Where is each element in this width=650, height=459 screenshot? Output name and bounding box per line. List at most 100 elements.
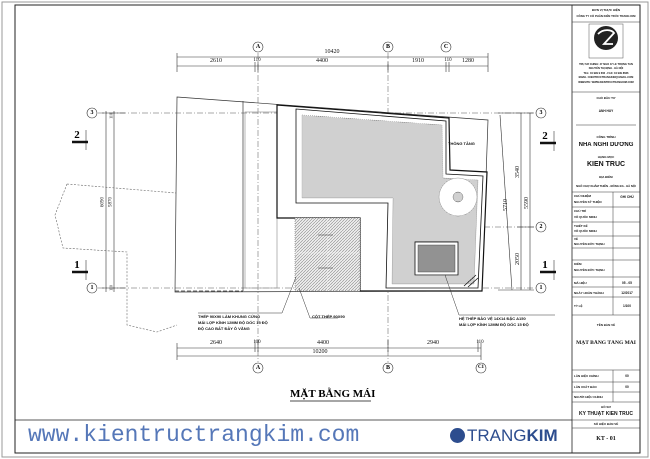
address-line: NGUYỄN THỊ ĐỊNH - HÀ NỘI [588,67,624,71]
trangkim-logo [588,23,624,59]
sheet-number-label: SỐ HIỆU BẢN VẼ [593,422,619,426]
owner-label: CHỦ ĐẦU TƯ [596,96,616,100]
dimension-text: 5590 [524,197,530,209]
logo-text: TRANG KIM [596,51,616,55]
revision-value: 00 [625,385,629,389]
info-label: MÃ HIỆU [574,281,587,285]
staff-name: NGUYỄN SỸ THIỆN [574,200,602,204]
section-label: 1 [542,259,548,271]
dossier-label: HỒ SƠ [601,405,611,409]
dimension-text: 110 [253,58,261,63]
category-label: HẠNG MỤC [597,155,615,159]
staff-role: VẼ [574,237,579,241]
axis-label: B [385,44,390,50]
dimension-text: 110 [476,340,484,345]
callout-line: ĐỘ CAO BẤT ĐẦY Ô VĂNG [198,326,250,331]
void-label: THÔNG TẦNG [448,141,475,146]
dimension-text: 1910 [412,58,424,64]
axis-label: A [255,365,261,371]
right-callout: HỆ THÉP BẢO VỆ 14X14 ĐẶC A150 MÁI LỢP KÍ… [459,316,529,328]
column-callout: CỘT THÉP 90X90 [312,314,345,319]
location: NGÕ CHỢ KHÂM THIÊN - ĐỐNG ĐA - HÀ NỘI [576,184,636,188]
revision-label: LẦN XUẤT BẢN [574,385,597,389]
axis-label: 1 [539,285,543,291]
title-block-frame [571,4,641,454]
staff-name: NGUYỄN ĐỨC THỊNH [574,268,605,272]
org-label: ĐƠN VỊ THỰC HIỆN [591,8,621,12]
owner: ANH HUY [598,109,614,113]
section-label: 2 [74,129,80,141]
revision-label: NGƯỜI HIỆU CHỈNH [574,395,603,399]
dimension-text: 6090 [100,197,106,207]
staff-name: VÕ QUỐC MINH [574,215,597,219]
callout-line: HỆ THÉP BẢO VỆ 14X14 ĐẶC A150 [459,316,526,321]
website-link[interactable]: www.kientructrangkim.com [28,422,360,448]
category: KIẾN TRÚC [586,161,626,168]
address-line: TEL: 04 999 9 666 - FAX: 04 999 8666 [583,71,629,75]
brand-logo: TRANGKIM [450,426,558,446]
project-label: CÔNG TRÌNH [596,135,616,139]
dimension-text: 4400 [317,340,329,346]
section-marks [72,130,556,280]
address-line: WEBSITE: WWW.KIENTRUCTRANGKIM.COM [578,80,634,84]
dimension-text: 5710 [503,199,509,211]
dimension-text: 5870 [108,197,114,207]
axis-label: C [443,44,449,50]
callout-line: THÉP 90X90 LÀM KHUNG CỨNG [198,314,261,319]
dimension-text: 4400 [316,58,328,64]
left-callout: THÉP 90X90 LÀM KHUNG CỨNG MÁI LỢP KÍNH 1… [198,314,268,332]
dossier: KỸ THUẬT KIẾN TRÚC [579,411,633,417]
info-value: 1/100 [623,304,631,308]
axis-label: C1 [477,365,485,370]
axis-label: A [255,44,261,50]
dimension-text: 3540 [515,166,521,178]
adjacent-outline [54,183,178,333]
callout-line: MÁI LỢP KÍNH 12MM ĐỘ DỐC 15 ĐỘ [459,322,529,327]
dimension-text: 110 [108,285,114,291]
org-name: CÔNG TY CỔ PHẦN KIẾN TRÚC TRANG KIM [576,14,636,18]
dimension-text: 110 [444,58,452,63]
leader-lines [198,274,555,319]
axis-bubbles [86,41,547,374]
dimension-text: 2050 [515,253,521,265]
staff-name: NGUYỄN ĐỨC THỊNH [574,242,605,246]
sheet-number: KT - 01 [596,436,616,442]
dimension-text: 110 [108,113,114,119]
section-label: 2 [542,130,548,142]
revision-label: LẦN HIỆU CHỈNH [574,374,599,378]
dimension-text: 2940 [427,340,439,346]
brand-text: TRANG [467,426,527,445]
info-value: 05 - 05 [622,281,632,285]
callout-line: MÁI LỢP KÍNH 12MM ĐỘ DỐC 15 ĐỘ [198,320,268,325]
dimension-text: 1280 [462,58,474,64]
info-label: NGÀY HOÀN THÀNH [574,291,604,295]
dimension-text: 2610 [210,58,222,64]
address-line: TRỤ SỞ CHÍNH: 47 NGÕ 47 LÊ TRỌNG TẤN [579,63,633,66]
dimension-text: 110 [253,340,261,345]
staff-name: VÕ QUỐC MINH [574,229,597,233]
brand-mark-icon [450,428,465,443]
drawing-title: MẶT BẰNG MÁI [290,388,376,400]
dimension-text: 2640 [210,340,222,346]
note-label: GHI CHÚ [620,195,634,199]
glass-canopy-hatch [294,217,361,292]
staff-role: THIẾT KẾ [574,224,588,228]
dimension-text: 10200 [312,349,328,355]
axis-label: 3 [539,110,543,116]
staff-role: KIỂM [574,262,582,266]
project-name: NHÀ NGHỈ DƯỠNG [578,142,634,148]
axis-label: 1 [90,285,94,291]
brand-text-bold: KIM [526,426,558,445]
info-label: TỶ LỆ [574,304,583,308]
staff-role: CHỦ TRÌ [574,209,587,213]
info-value: 12/2017 [621,291,633,295]
axis-label: 2 [539,224,543,230]
address-line: EMAIL: KIENTRUCTRANGKIM@GMAIL.COM [578,76,634,80]
dimension-text: 10420 [324,49,340,55]
sheet-name: MẶT BẰNG TẦNG MÁI [576,340,636,346]
section-label: 1 [74,259,80,271]
org-address: TRỤ SỞ CHÍNH: 47 NGÕ 47 LÊ TRỌNG TẤN NGU… [572,63,640,85]
